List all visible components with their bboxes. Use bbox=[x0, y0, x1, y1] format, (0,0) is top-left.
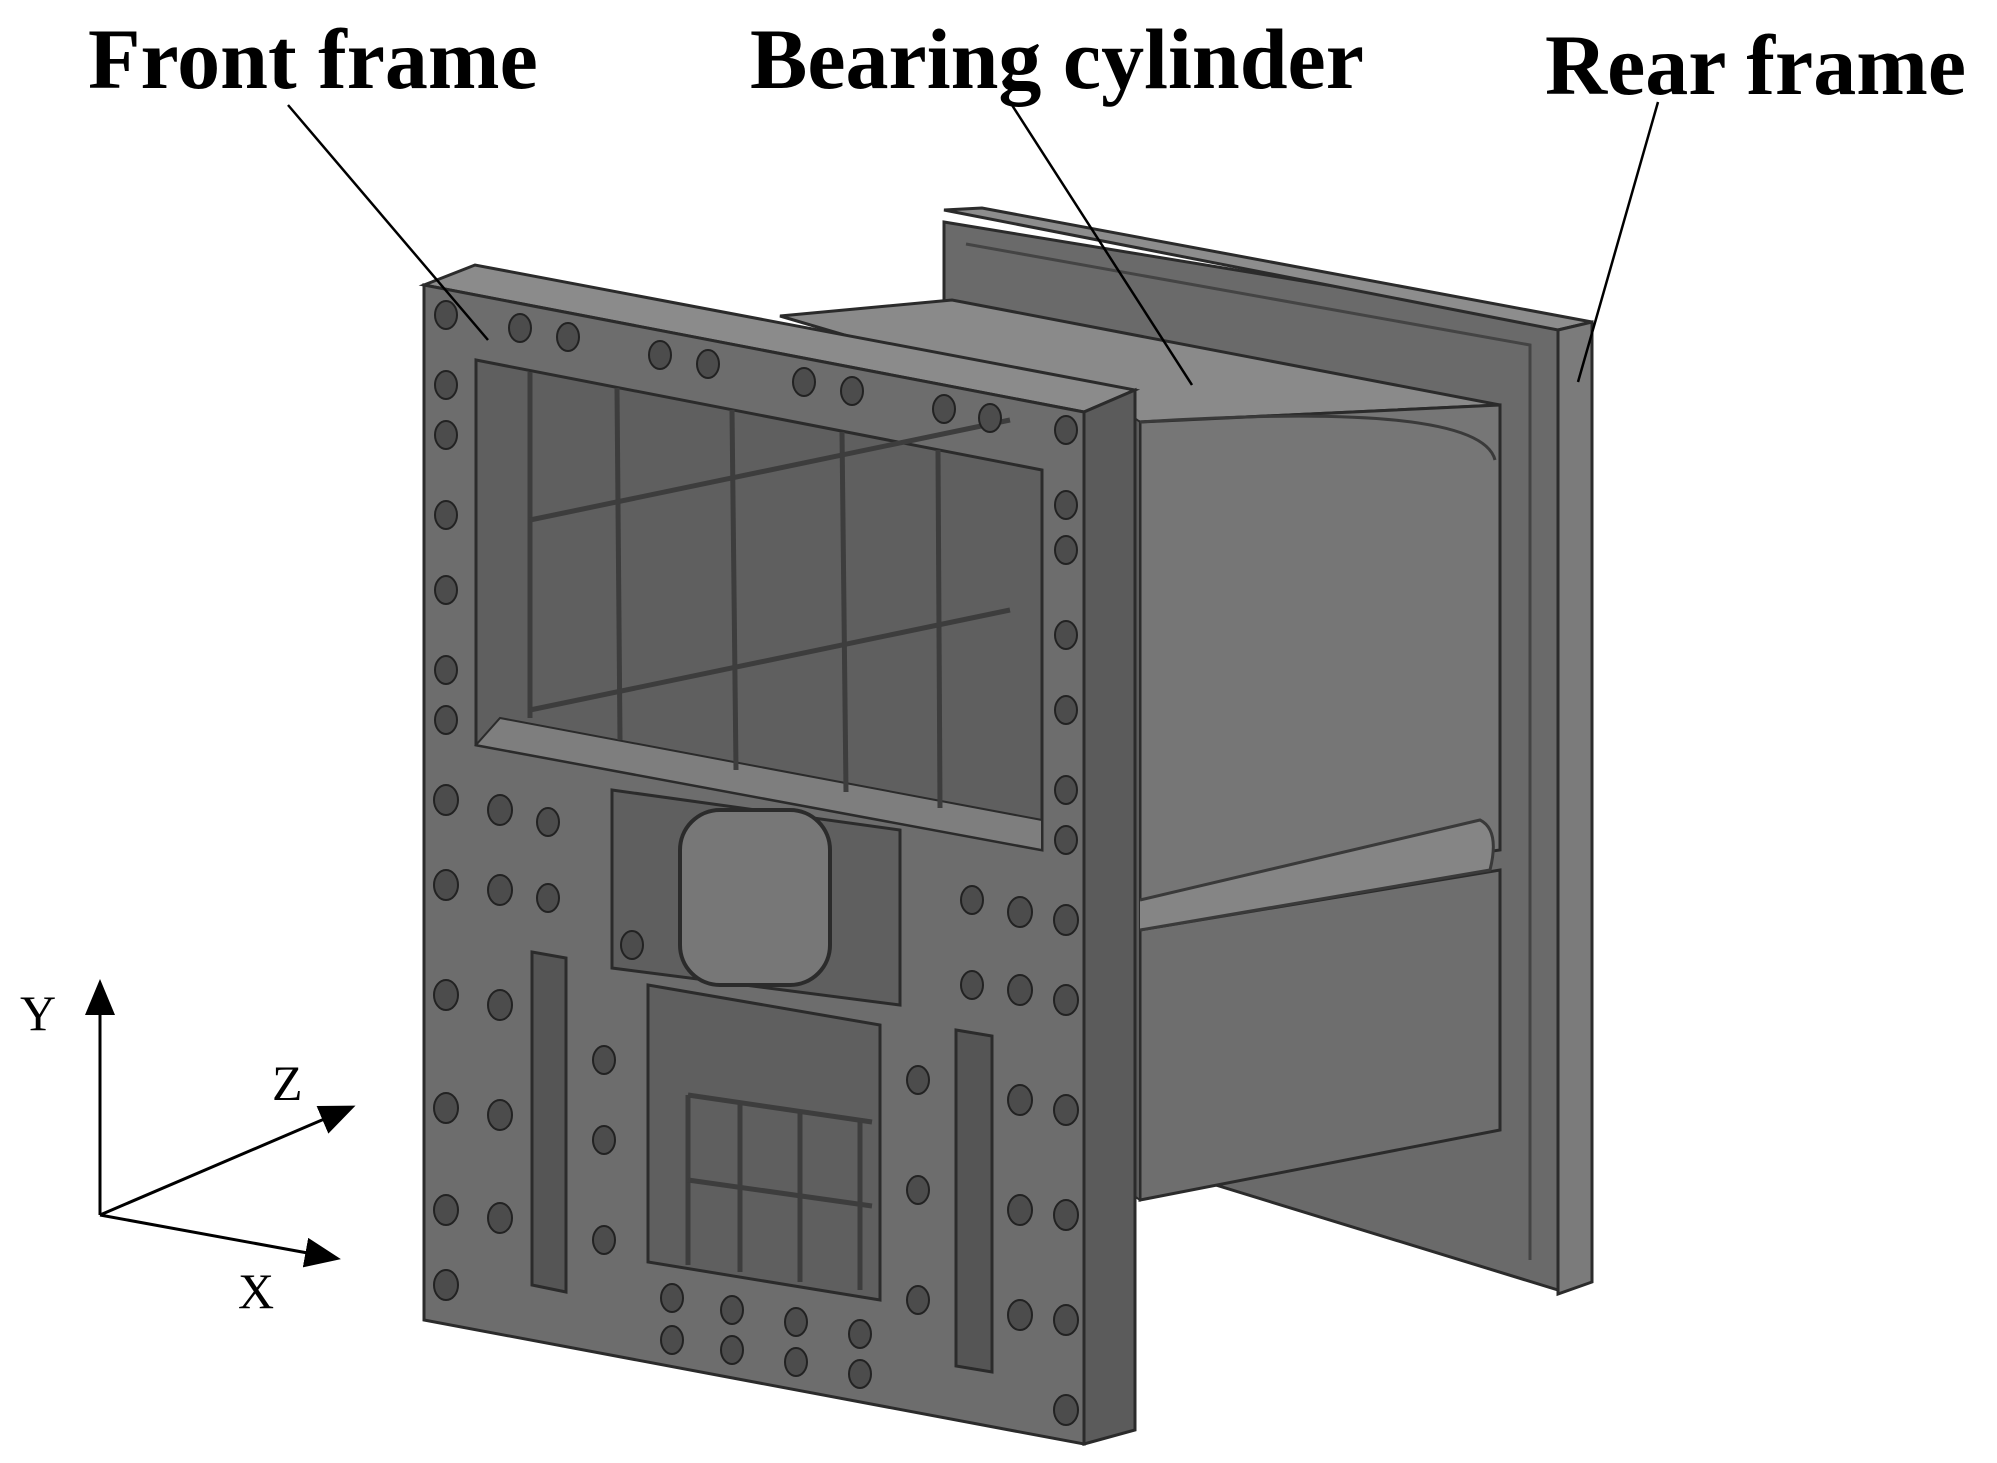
bolt-holes bbox=[433, 300, 1079, 1426]
cylinder-fillet-top bbox=[1139, 414, 1497, 461]
x-axis-arrow bbox=[99, 1213, 341, 1268]
center-rounded-cutout bbox=[678, 808, 832, 987]
bearing-cylinder bbox=[779, 298, 1502, 1202]
front-frame-label: Front frame bbox=[88, 11, 538, 107]
bearing-cylinder-leader bbox=[1008, 101, 1194, 386]
z-axis-label: Z bbox=[272, 1055, 303, 1111]
lower-window bbox=[646, 983, 882, 1302]
upper-window-floor bbox=[474, 716, 1043, 852]
rear-frame-leader bbox=[1576, 101, 1660, 383]
front-frame-side bbox=[1082, 387, 1137, 1446]
cylinder-upper-face bbox=[1138, 403, 1502, 902]
rear-frame-label: Rear frame bbox=[1545, 17, 1966, 113]
left-slot bbox=[530, 950, 568, 1294]
z-axis-arrow bbox=[99, 1105, 356, 1217]
x-axis-label: X bbox=[238, 1263, 274, 1319]
front-frame-leader bbox=[287, 104, 489, 341]
right-slot bbox=[954, 1028, 994, 1374]
bearing-cylinder-label: Bearing cylinder bbox=[750, 11, 1364, 107]
front-frame bbox=[418, 263, 1141, 1446]
coordinate-axes bbox=[85, 979, 356, 1268]
rear-frame-side-edge bbox=[1556, 320, 1594, 1297]
y-axis-label: Y bbox=[20, 985, 56, 1041]
leader-lines bbox=[287, 101, 1660, 386]
cylinder-fillet-mid bbox=[1139, 818, 1495, 932]
rear-frame-inner-lip bbox=[965, 242, 1532, 1260]
upper-window-ribs bbox=[527, 372, 1011, 809]
lower-window-grid bbox=[685, 1092, 873, 1290]
